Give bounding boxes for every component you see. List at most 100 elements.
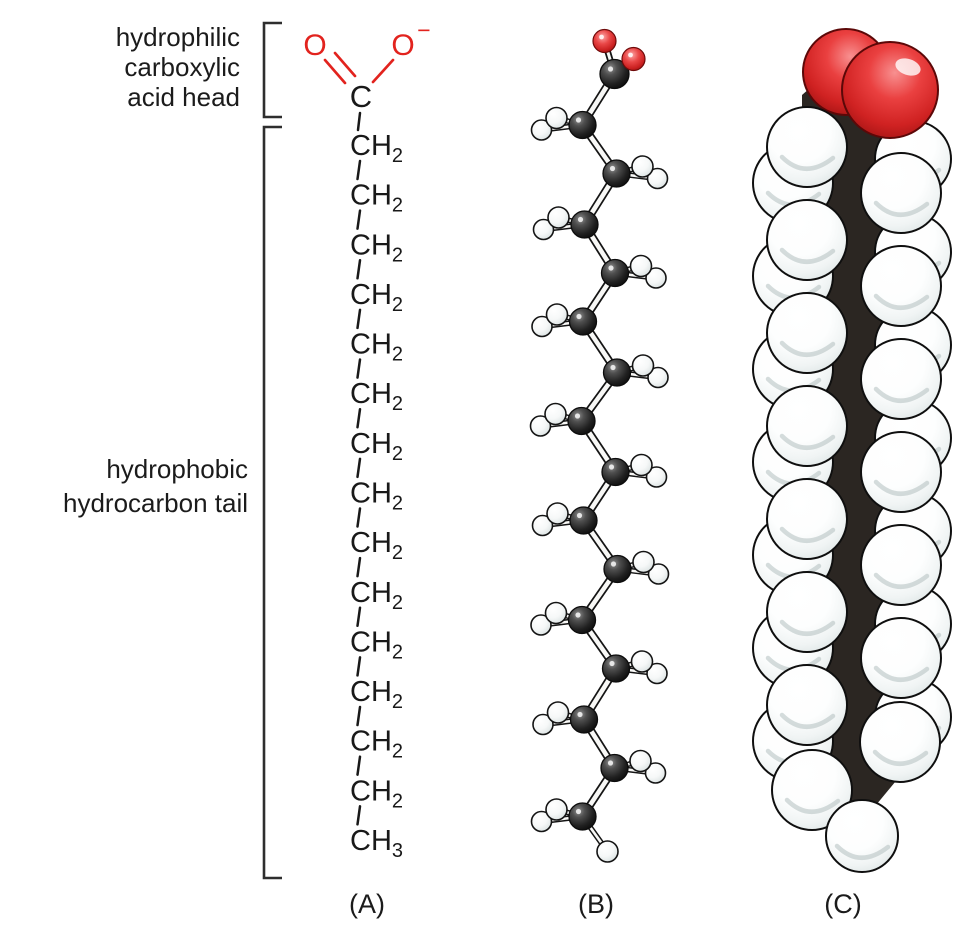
methylene-group: CH2 [350, 676, 403, 713]
space-filling-model [752, 28, 952, 873]
carbon-carbon-bond [356, 209, 362, 230]
hydrogen-atom [645, 466, 668, 488]
hydrogen-sphere [860, 152, 942, 234]
carbon-atom [601, 457, 630, 487]
hydrogen-sphere [766, 664, 848, 746]
carbon-atom [570, 210, 599, 239]
methylene-group: CH2 [350, 775, 403, 812]
double-bond-line [333, 51, 357, 78]
hydrogen-atom [544, 601, 568, 625]
hydrogen-sphere [860, 245, 942, 327]
tail-label: hydrophobic hydrocarbon tail [8, 452, 248, 520]
hydrogen-sphere [766, 106, 848, 188]
head-label-line-2: carboxylic [124, 52, 240, 82]
hydrogen-sphere [766, 571, 848, 653]
hydrogen-sphere [766, 292, 848, 374]
hydrogen-atom [546, 701, 570, 724]
carbon-atoms [567, 58, 632, 831]
hydrogen-atom [531, 315, 553, 338]
methylene-group: CH2 [350, 378, 403, 415]
hydrogen-atom [630, 650, 654, 673]
hydrogen-atom [532, 218, 555, 241]
hydrogen-spheres-front [766, 106, 942, 873]
methyl-hydrogen-sphere [825, 799, 899, 873]
carbon-carbon-bond [356, 705, 362, 727]
carboxyl-carbon: C [350, 79, 372, 114]
carbon-atom [600, 258, 630, 288]
oxygen-sphere [841, 41, 939, 139]
oxygen-atom [621, 46, 646, 72]
oxygen-spheres [802, 28, 939, 139]
hydrogen-atom [647, 563, 670, 585]
carbon-atom [600, 753, 629, 783]
methylene-group: CH2 [350, 626, 403, 663]
hydrogen-sphere [766, 478, 848, 560]
head-label-line-1: hydrophilic [115, 22, 240, 52]
methylene-group: CH2 [350, 527, 403, 564]
hydrogen-atom [630, 453, 653, 477]
hydrogen-sphere [859, 701, 941, 783]
carbon-atom [568, 110, 597, 140]
hydrogen-atom [547, 206, 570, 229]
hydrogen-atom [545, 106, 568, 130]
negative-charge: − [417, 17, 430, 43]
hydrogen-atom [529, 415, 552, 437]
hydrogen-atom [629, 749, 652, 773]
carbon-atom [599, 58, 630, 90]
carbon-atom [603, 554, 632, 584]
hydrogen-atom [545, 798, 568, 821]
methylene-group: CH2 [350, 428, 403, 465]
carbon-atom [567, 605, 597, 635]
panel-label-b: (B) [578, 889, 614, 919]
methyl-group: CH3 [350, 825, 403, 862]
hydrogen-atoms-back [529, 119, 670, 833]
hydrogen-atom [644, 762, 667, 784]
hydrogen-atom [646, 167, 669, 190]
methylene-group: CH2 [350, 130, 403, 167]
ball-and-stick-model [529, 28, 670, 863]
carbon-carbon-bond [356, 111, 362, 132]
carbon-carbon-bond [356, 159, 362, 181]
hydrogen-atom [631, 354, 655, 377]
carbon-carbon-bond [356, 805, 362, 826]
carbon-carbon-bond [356, 606, 362, 628]
carbon-atom [568, 802, 597, 831]
hydrogen-atom [530, 614, 552, 636]
hydrogen-atom [532, 713, 554, 736]
hydrogen-atom [530, 810, 553, 833]
hydrogen-sphere [766, 385, 848, 467]
carbon-carbon-bond [356, 308, 362, 330]
hydrogen-atom [530, 119, 553, 141]
double-bond-line [323, 58, 347, 85]
hydrogen-sphere [766, 199, 848, 281]
methylene-group: CH2 [350, 229, 403, 266]
carbon-carbon-bond [356, 507, 362, 528]
hydrogen-sphere [771, 749, 853, 831]
hydrogen-atom [545, 303, 569, 326]
hydrogen-atom [646, 662, 668, 685]
methylene-group: CH2 [350, 477, 403, 514]
carbon-atom [602, 159, 631, 188]
carbon-carbon-bond [356, 656, 362, 677]
tail-label-line-1: hydrophobic [106, 454, 248, 484]
panel-label-a: (A) [349, 889, 385, 919]
carbon-atom [601, 654, 631, 683]
hydrogen-atom [596, 840, 619, 863]
hydrogen-atom [546, 502, 569, 525]
hydrogen-sphere [860, 431, 942, 513]
double-bond-oxygen: O [303, 29, 326, 62]
carbon-carbon-bond [356, 259, 362, 280]
single-bond-line [371, 58, 395, 84]
carbon-atom [568, 307, 598, 336]
oxygen-atom [592, 28, 617, 54]
methylene-group: CH2 [350, 279, 403, 316]
hydrogen-atom [645, 267, 667, 289]
carbon-carbon-bond [356, 755, 362, 776]
carbon-carbon-bond [356, 358, 362, 379]
head-label-line-3: acid head [127, 82, 240, 112]
tail-label-line-2: hydrocarbon tail [63, 488, 248, 518]
carbon-atom [569, 705, 599, 734]
hydrogen-atom [647, 366, 669, 389]
